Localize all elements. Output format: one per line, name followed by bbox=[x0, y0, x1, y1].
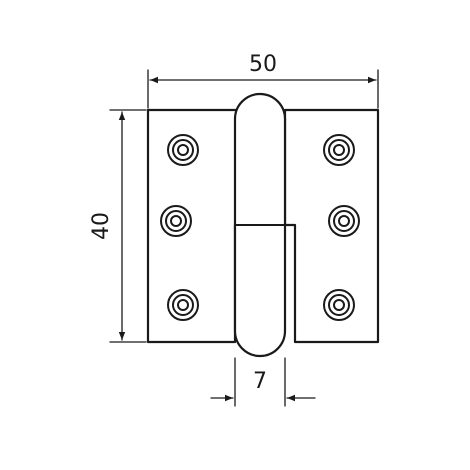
pin-dimension-label: 7 bbox=[253, 369, 267, 394]
screw-hole-left-middle bbox=[160, 205, 192, 237]
screw-hole-right-middle bbox=[328, 205, 360, 237]
screw-hole-left-top bbox=[167, 134, 199, 166]
screw-hole-right-bottom bbox=[323, 289, 355, 321]
screw-hole-left-bottom bbox=[167, 289, 199, 321]
width-dimension-label: 50 bbox=[249, 52, 277, 77]
screw-hole-right-top bbox=[323, 134, 355, 166]
height-dimension-label: 40 bbox=[89, 212, 114, 240]
knuckle-split-line bbox=[234, 224, 296, 343]
